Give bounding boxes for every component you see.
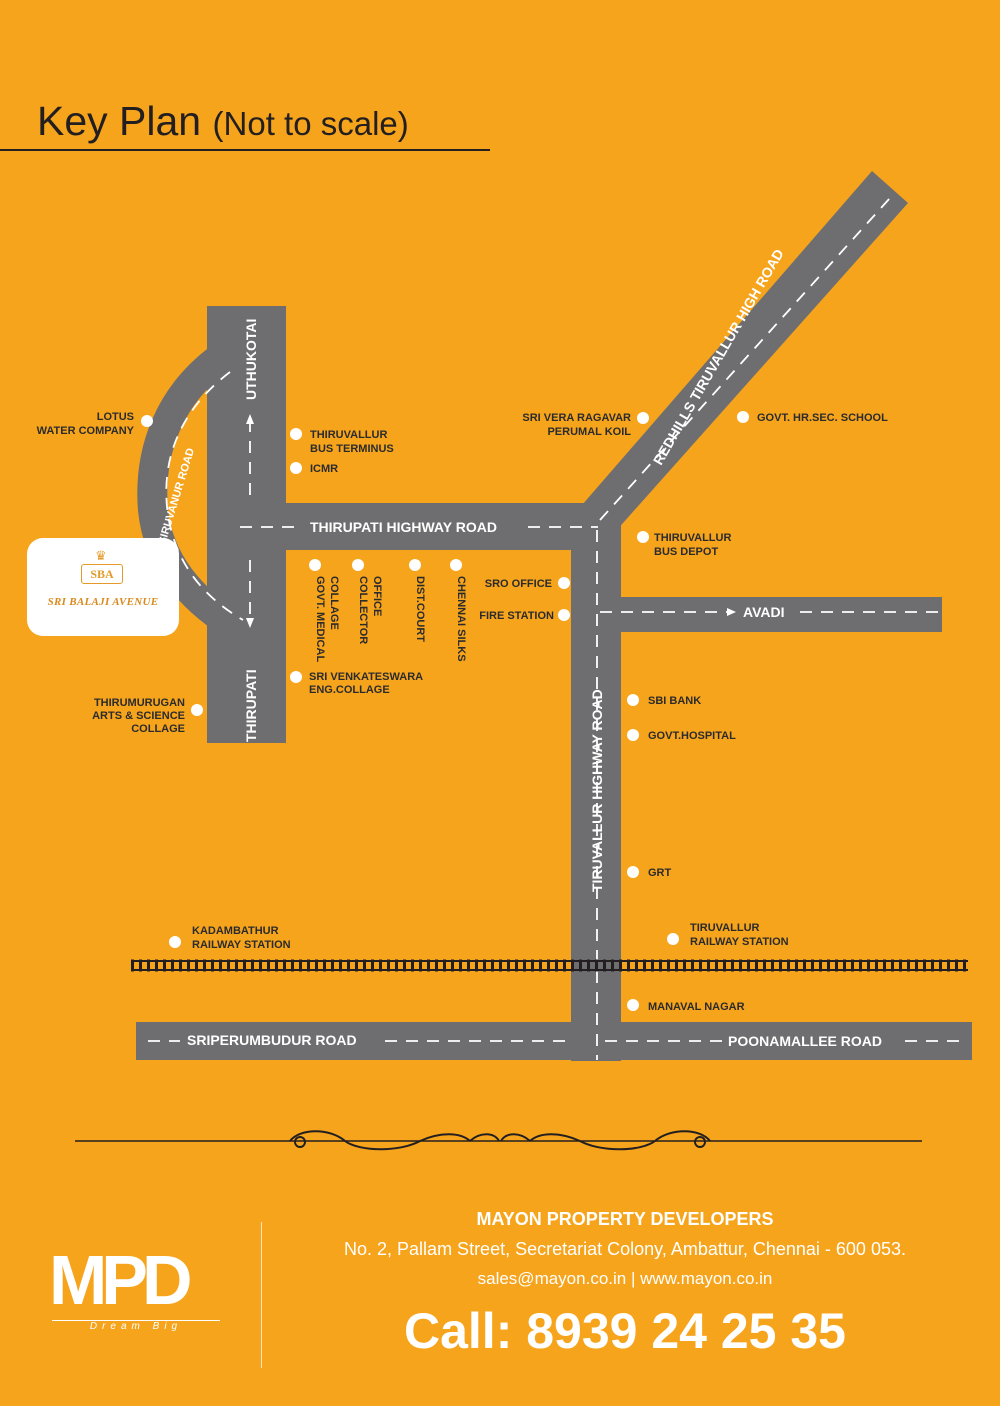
road-label-thirupati: THIRUPATI — [243, 669, 259, 742]
dot-kadambathur — [169, 936, 181, 948]
project-logo-card: ♛ SBA SRI BALAJI AVENUE — [27, 538, 179, 636]
dot-chennai-silks — [450, 559, 462, 571]
dot-dist-court — [409, 559, 421, 571]
label-icmr: ICMR — [310, 463, 338, 475]
label-bus-depot-2: BUS DEPOT — [654, 546, 718, 558]
company-contact: sales@mayon.co.in | www.mayon.co.in — [477, 1269, 773, 1288]
road-label-uthukotai: UTHUKOTAI — [243, 319, 259, 400]
divider-curl-right — [694, 1136, 706, 1148]
road-label-tiruvallur-highway: TIRUVALLUR HIGHWAY ROAD — [589, 689, 605, 892]
logo-tagline: Dream Big — [52, 1320, 220, 1333]
label-govt-medical-1: GOVT. MEDICAL — [314, 576, 326, 662]
label-govt-hospital: GOVT.HOSPITAL — [648, 730, 736, 742]
dot-thirumurugan — [191, 704, 203, 716]
dot-tiruvallur-station — [667, 933, 679, 945]
label-collector-2: OFFICE — [371, 576, 383, 616]
company-name: MAYON PROPERTY DEVELOPERS — [476, 1209, 774, 1229]
label-sro-office: SRO OFFICE — [485, 578, 552, 590]
divider-curl-left — [294, 1136, 306, 1148]
siruvanur-road-surface — [137, 345, 246, 641]
company-address: No. 2, Pallam Street, Secretariat Colony… — [344, 1239, 906, 1259]
divider-scroll-right — [500, 1130, 711, 1151]
label-sri-vera-2: PERUMAL KOIL — [547, 426, 631, 438]
label-bus-terminus-1: THIRUVALLUR — [310, 429, 387, 441]
road-center-lines — [148, 197, 968, 1060]
label-sri-venkateswara-1: SRI VENKATESWARA — [309, 671, 423, 683]
dot-grt — [627, 866, 639, 878]
title-sub: (Not to scale) — [212, 105, 409, 142]
label-sri-vera-1: SRI VERA RAGAVAR — [522, 412, 631, 424]
title-main: Key Plan — [37, 98, 202, 144]
label-lotus-1: LOTUS — [97, 411, 134, 423]
dot-fire-station — [558, 609, 570, 621]
landmark-dots — [141, 411, 749, 1011]
dot-govt-medical — [309, 559, 321, 571]
label-tiruvallur-station-1: TIRUVALLUR — [690, 922, 760, 934]
road-label-thirupati-highway: THIRUPATI HIGHWAY ROAD — [310, 519, 497, 535]
label-govt-school: GOVT. HR.SEC. SCHOOL — [757, 412, 888, 424]
arrow-right-icon — [727, 608, 736, 616]
project-monogram: SBA — [81, 564, 123, 584]
dot-lotus — [141, 415, 153, 427]
label-dist-court: DIST.COURT — [414, 576, 426, 642]
label-collector-1: COLLECTOR — [357, 576, 369, 644]
footer-divider — [261, 1222, 262, 1368]
dot-bus-terminus — [290, 428, 302, 440]
dot-bus-depot — [637, 531, 649, 543]
dot-govt-school — [737, 411, 749, 423]
label-govt-medical-2: COLLAGE — [328, 576, 340, 630]
label-kadambathur-1: KADAMBATHUR — [192, 925, 279, 937]
dot-sri-vera — [637, 412, 649, 424]
road-label-poonamallee: POONAMALLEE ROAD — [728, 1033, 882, 1049]
label-sri-venkateswara-2: ENG.COLLAGE — [309, 684, 390, 696]
label-fire-station: FIRE STATION — [479, 610, 554, 622]
mpd-logo: MPD Dream Big — [44, 1244, 230, 1334]
title-underline — [0, 149, 490, 151]
dot-manaval-nagar — [627, 999, 639, 1011]
arrow-up-icon — [246, 414, 254, 424]
label-bus-terminus-2: BUS TERMINUS — [310, 443, 394, 455]
railway-track — [131, 959, 968, 972]
avadi-road-surface — [571, 597, 942, 632]
label-tiruvallur-station-2: RAILWAY STATION — [690, 936, 789, 948]
label-sbi-bank: SBI BANK — [648, 695, 701, 707]
label-thirumurugan-1: THIRUMURUGAN — [94, 697, 185, 709]
siruvanur-dash — [165, 371, 244, 621]
label-manaval-nagar: MANAVAL NAGAR — [648, 1001, 745, 1013]
dot-collector — [352, 559, 364, 571]
dot-sri-venkateswara — [290, 671, 302, 683]
road-label-sriperumbudur: SRIPERUMBUDUR ROAD — [187, 1032, 357, 1048]
ornamental-divider — [75, 1130, 922, 1151]
label-bus-depot-1: THIRUVALLUR — [654, 532, 731, 544]
project-name: SRI BALAJI AVENUE — [47, 596, 159, 608]
crown-icon: ♛ — [95, 548, 107, 563]
dot-sro-office — [558, 577, 570, 589]
call-number: Call: 8939 24 25 35 — [404, 1303, 846, 1359]
redhills-road-surface — [582, 171, 908, 532]
label-lotus-2: WATER COMPANY — [37, 425, 135, 437]
road-label-avadi: AVADI — [743, 604, 784, 620]
dot-icmr — [290, 462, 302, 474]
label-thirumurugan-2: ARTS & SCIENCE — [92, 710, 185, 722]
label-chennai-silks: CHENNAI SILKS — [455, 576, 467, 662]
divider-scroll-left — [289, 1130, 500, 1151]
redhills-dash — [599, 197, 891, 521]
dot-govt-hospital — [627, 729, 639, 741]
label-thirumurugan-3: COLLAGE — [131, 723, 185, 735]
page-title: Key Plan (Not to scale) — [37, 98, 409, 145]
road-surfaces — [137, 345, 246, 641]
dot-sbi-bank — [627, 694, 639, 706]
logo-mark: MPD — [49, 1241, 193, 1319]
label-grt: GRT — [648, 867, 672, 879]
arrow-down-icon — [246, 618, 254, 628]
label-kadambathur-2: RAILWAY STATION — [192, 939, 291, 951]
